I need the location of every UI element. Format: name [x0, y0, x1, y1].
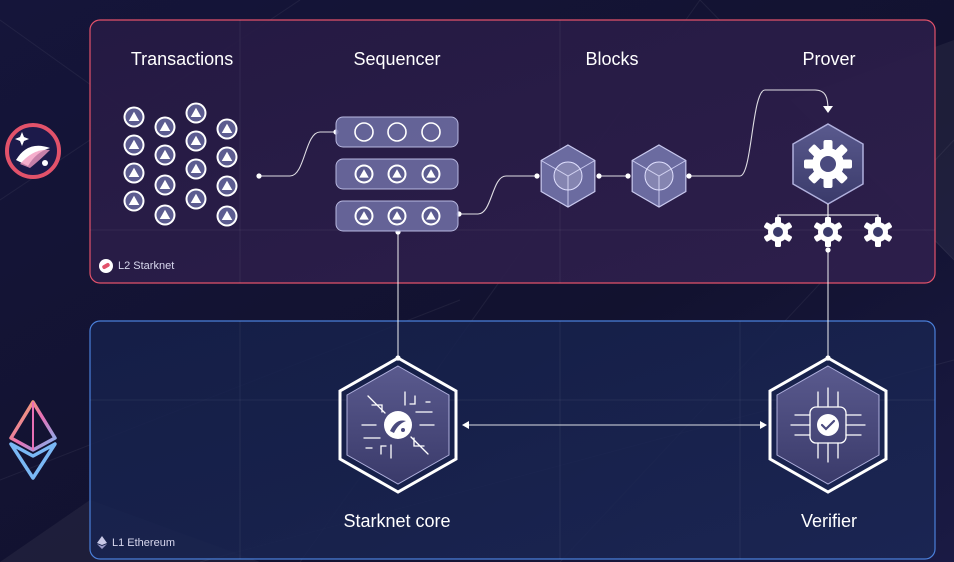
small-gear-icon: [814, 217, 842, 247]
transaction-slot-icon: [354, 206, 374, 226]
transaction-slot-icon: [421, 164, 441, 184]
connectors: [259, 89, 829, 426]
transaction-icon: [154, 116, 176, 138]
transaction-icon: [216, 205, 238, 227]
transaction-slot-icon: [387, 206, 407, 226]
starknet-logo-icon: [5, 123, 61, 179]
ethereum-mini-icon: [97, 536, 107, 549]
connector-blocks-prover: [689, 89, 829, 177]
blocks-group: [540, 144, 687, 208]
label-sequencer: Sequencer: [353, 49, 441, 69]
small-gear-icon: [864, 217, 892, 247]
panel-label-l1: L1 Ethereum: [97, 536, 175, 549]
connector-transactions-sequencer: [259, 131, 336, 177]
empty-slot-icon: [421, 122, 441, 142]
prover-small-gears: [764, 217, 892, 247]
transaction-icon: [123, 106, 145, 128]
transaction-icon: [123, 162, 145, 184]
empty-slot-icon: [354, 122, 374, 142]
transaction-icon: [216, 146, 238, 168]
transaction-icon: [154, 204, 176, 226]
ethereum-logo-icon: [9, 400, 57, 480]
label-transactions: Transactions: [130, 49, 234, 69]
transaction-icon: [154, 144, 176, 166]
small-gear-icon: [764, 217, 792, 247]
transaction-slot-icon: [387, 164, 407, 184]
transaction-icon: [185, 130, 207, 152]
starknet-core-chip-icon: [338, 356, 458, 494]
starknet-mini-icon: [99, 259, 113, 273]
sequencer-row: [335, 200, 459, 232]
arrow-prover: [823, 106, 833, 113]
label-prover: Prover: [802, 49, 856, 69]
label-verifier: Verifier: [800, 511, 858, 531]
transaction-icon: [216, 175, 238, 197]
panel-label-l1-text: L1 Ethereum: [112, 536, 175, 549]
empty-slot-icon: [387, 122, 407, 142]
connector-sequencer-blocks: [459, 175, 537, 215]
transaction-slot-icon: [421, 206, 441, 226]
transaction-icon: [123, 134, 145, 156]
label-starknet-core: Starknet core: [343, 511, 451, 531]
transaction-icon: [185, 188, 207, 210]
arrow-verifier: [760, 421, 767, 429]
transactions-grid: [123, 102, 238, 227]
panel-label-l2-text: L2 Starknet: [118, 260, 175, 272]
block-cube-icon: [540, 144, 596, 208]
l1-ethereum-panel: [89, 320, 936, 560]
l2-starknet-panel: [89, 19, 936, 284]
transaction-slot-icon: [354, 164, 374, 184]
transaction-icon: [154, 174, 176, 196]
verifier-chip-icon: [768, 356, 888, 494]
panel-label-l2: L2 Starknet: [99, 259, 174, 273]
arrow-core: [462, 421, 469, 429]
transaction-icon: [216, 118, 238, 140]
transaction-icon: [123, 190, 145, 212]
sequencer-row: [335, 116, 459, 148]
transaction-icon: [185, 158, 207, 180]
block-cube-icon: [631, 144, 687, 208]
sequencer-stack: [335, 116, 459, 232]
label-blocks: Blocks: [585, 49, 639, 69]
sequencer-row: [335, 158, 459, 190]
panel-grid-lines: [90, 20, 935, 559]
transaction-icon: [185, 102, 207, 124]
